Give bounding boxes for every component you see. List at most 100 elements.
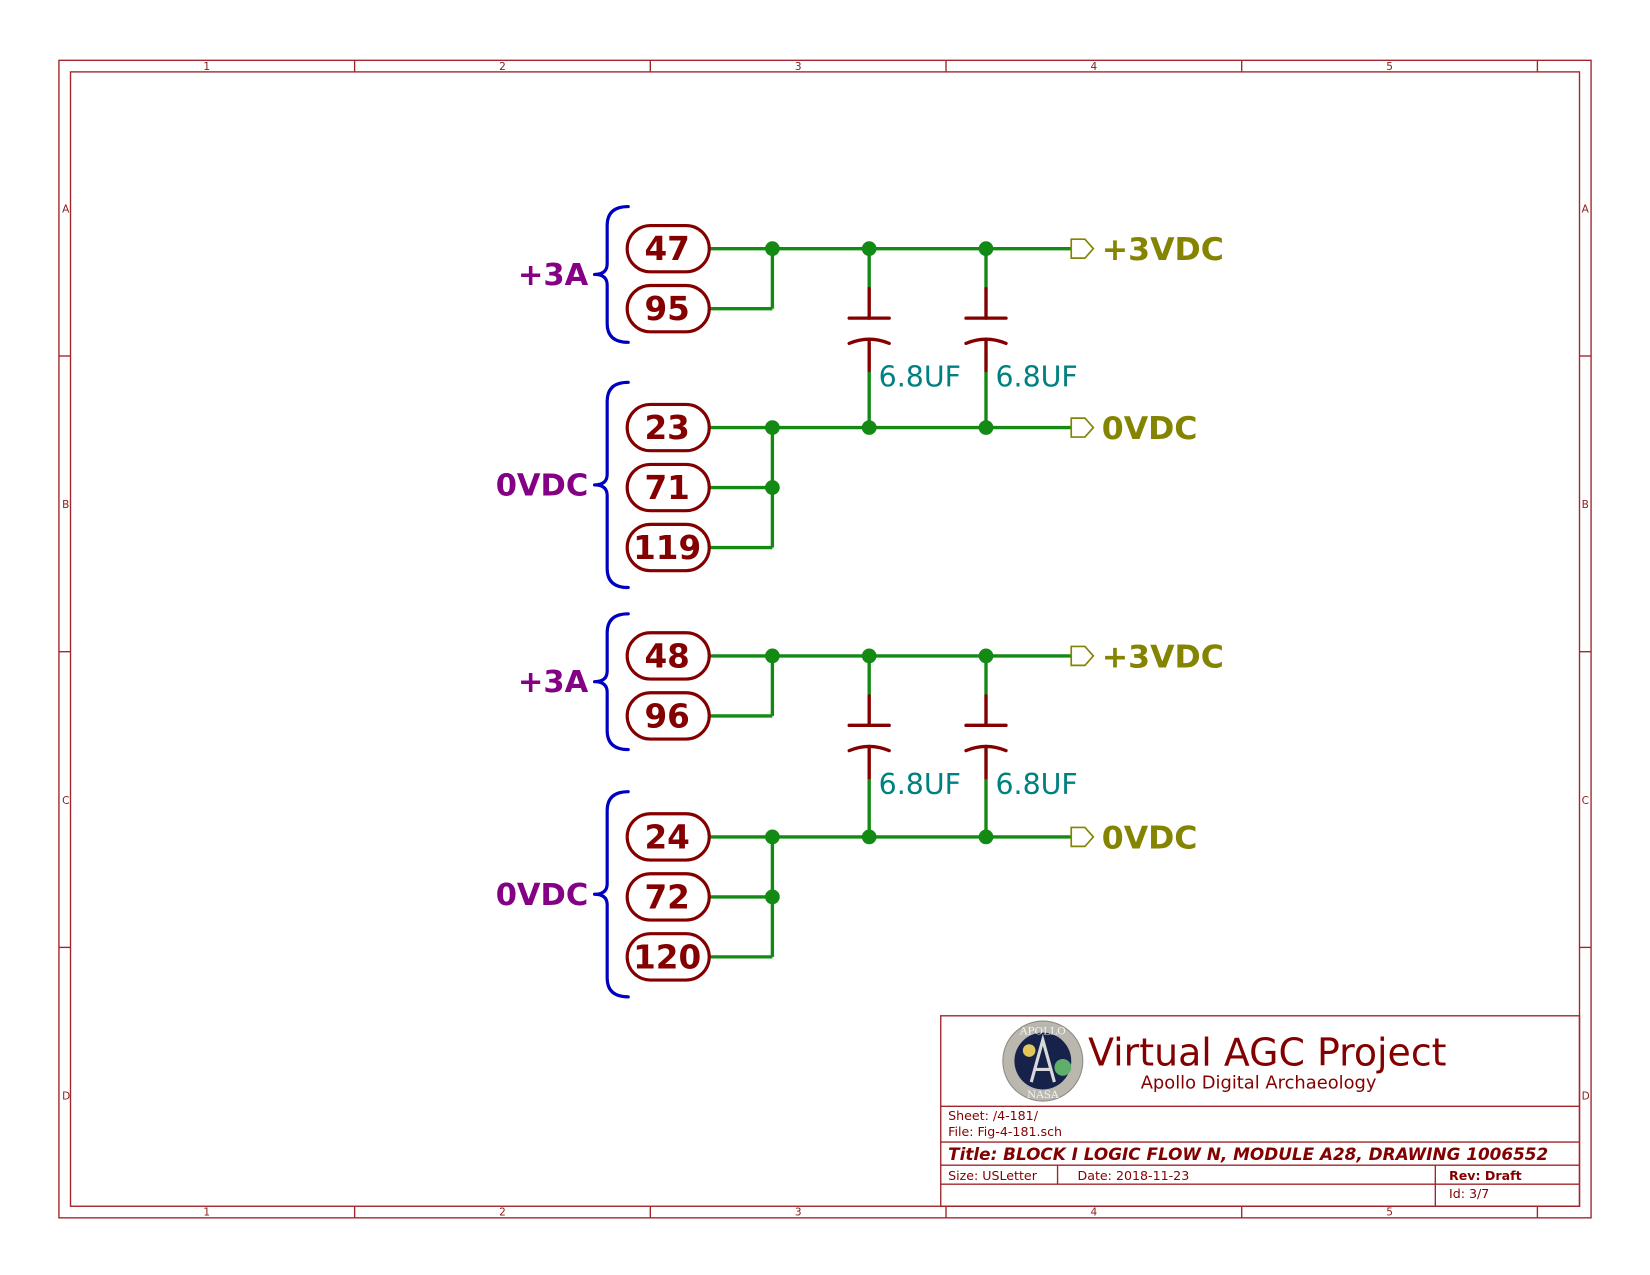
- power-port: +3VDC: [1070, 639, 1224, 675]
- revision: Rev: Draft: [1449, 1168, 1522, 1183]
- column-label-top: 5: [1386, 61, 1393, 73]
- pin-number: 120: [633, 938, 701, 976]
- inner-border: [69, 71, 1581, 1207]
- brand-subtitle: Apollo Digital Archaeology: [1141, 1072, 1377, 1093]
- column-label-top: 4: [1091, 61, 1098, 73]
- junction-dot: [765, 480, 780, 495]
- group-brace: [592, 612, 630, 752]
- title-block: APOLLO NASA Virtual AGC Project Apollo D…: [940, 1015, 1581, 1207]
- group-label: +3A: [518, 665, 589, 700]
- apollo-logo-icon: APOLLO NASA: [1002, 1020, 1084, 1102]
- connector-pin: 119: [625, 522, 711, 573]
- connector-pin: 47: [625, 223, 711, 274]
- port-label: +3VDC: [1102, 232, 1224, 268]
- junction-dot: [861, 648, 877, 664]
- junction-dot: [978, 829, 994, 845]
- pin-number: 72: [644, 878, 689, 916]
- junction-dot: [978, 241, 994, 257]
- connector-pin: 96: [625, 691, 711, 741]
- pin-number: 24: [644, 818, 689, 856]
- pin-outline: [625, 691, 711, 741]
- drawing-date: Date: 2018-11-23: [1078, 1168, 1190, 1183]
- sheet-name: Sheet: /4-181/: [948, 1108, 1039, 1123]
- junction-dot: [765, 889, 780, 905]
- outer-border: [58, 59, 1592, 1219]
- group-brace: [592, 380, 630, 590]
- pin-number: 23: [644, 409, 689, 447]
- connector-pin: 120: [625, 932, 711, 982]
- capacitor: 6.8UF: [964, 248, 1078, 428]
- row-label-right: A: [1582, 203, 1590, 215]
- port-arrow-icon: [1070, 417, 1095, 438]
- pin-outline: [625, 462, 711, 513]
- junction-dot: [978, 648, 994, 664]
- group-brace: [592, 790, 630, 999]
- pin-outline: [625, 631, 711, 681]
- group-brace: [592, 205, 630, 344]
- junction-dot: [978, 420, 994, 435]
- group-label: +3A: [518, 258, 589, 293]
- power-port: 0VDC: [1070, 820, 1198, 856]
- file-name: File: Fig-4-181.sch: [948, 1124, 1062, 1139]
- sheet-size: Size: USLetter: [948, 1168, 1038, 1183]
- connector-pin: 72: [625, 872, 711, 922]
- connector-pin: 71: [625, 462, 711, 513]
- port-label: +3VDC: [1102, 639, 1224, 675]
- pin-number: 47: [644, 230, 689, 268]
- power-port: 0VDC: [1070, 411, 1198, 447]
- row-label-left: B: [62, 499, 69, 511]
- connector-pin: 23: [625, 402, 711, 453]
- capacitor-value: 6.8UF: [995, 768, 1077, 801]
- port-arrow-icon: [1070, 645, 1095, 667]
- capacitor-value: 6.8UF: [879, 361, 961, 394]
- column-label-bottom: 1: [203, 1207, 210, 1219]
- capacitor-value: 6.8UF: [879, 768, 961, 801]
- port-label: 0VDC: [1102, 411, 1198, 447]
- junction-dot: [861, 829, 877, 845]
- row-label-right: D: [1582, 1090, 1590, 1102]
- capacitor-value: 6.8UF: [995, 361, 1077, 394]
- row-label-left: A: [62, 203, 70, 215]
- pin-outline: [625, 872, 711, 922]
- port-arrow-icon: [1070, 238, 1095, 259]
- column-label-top: 2: [499, 61, 506, 73]
- title-block-border: [940, 1015, 1581, 1207]
- pin-outline: [625, 402, 711, 453]
- pin-outline: [625, 812, 711, 862]
- port-arrow-icon: [1070, 826, 1095, 848]
- row-label-right: C: [1582, 795, 1589, 807]
- pin-number: 96: [644, 697, 689, 735]
- pin-number: 48: [644, 637, 689, 675]
- brand-name: Virtual AGC Project: [1088, 1030, 1446, 1074]
- column-label-bottom: 4: [1091, 1207, 1098, 1219]
- connector-pin: 24: [625, 812, 711, 862]
- logo-bottom-text: NASA: [1027, 1089, 1059, 1101]
- wires: [708, 246, 1072, 550]
- pin-outline: [625, 283, 711, 334]
- pin-number: 119: [633, 529, 701, 567]
- junction-dot: [861, 241, 877, 257]
- decoupling-block: 6.8UF 6.8UF 48 96 24 72 120 +3A 0VDC +3VDC 0VDC: [496, 612, 1224, 999]
- group-label: 0VDC: [496, 878, 589, 913]
- pin-outline: [625, 932, 711, 982]
- pin-number: 95: [644, 290, 689, 328]
- column-label-bottom: 2: [499, 1207, 506, 1219]
- row-label-left: C: [62, 795, 69, 807]
- connector-pin: 48: [625, 631, 711, 681]
- capacitor: 6.8UF: [847, 248, 961, 428]
- capacitor: 6.8UF: [847, 655, 961, 837]
- column-label-top: 1: [203, 61, 210, 73]
- junction-dot: [765, 420, 780, 435]
- wires: [708, 654, 1072, 959]
- row-label-left: D: [62, 1090, 70, 1102]
- junction-dot: [765, 241, 780, 257]
- row-label-right: B: [1582, 499, 1589, 511]
- pin-outline: [625, 522, 711, 573]
- junction-dot: [765, 829, 780, 845]
- port-label: 0VDC: [1102, 820, 1198, 856]
- column-label-top: 3: [795, 61, 802, 73]
